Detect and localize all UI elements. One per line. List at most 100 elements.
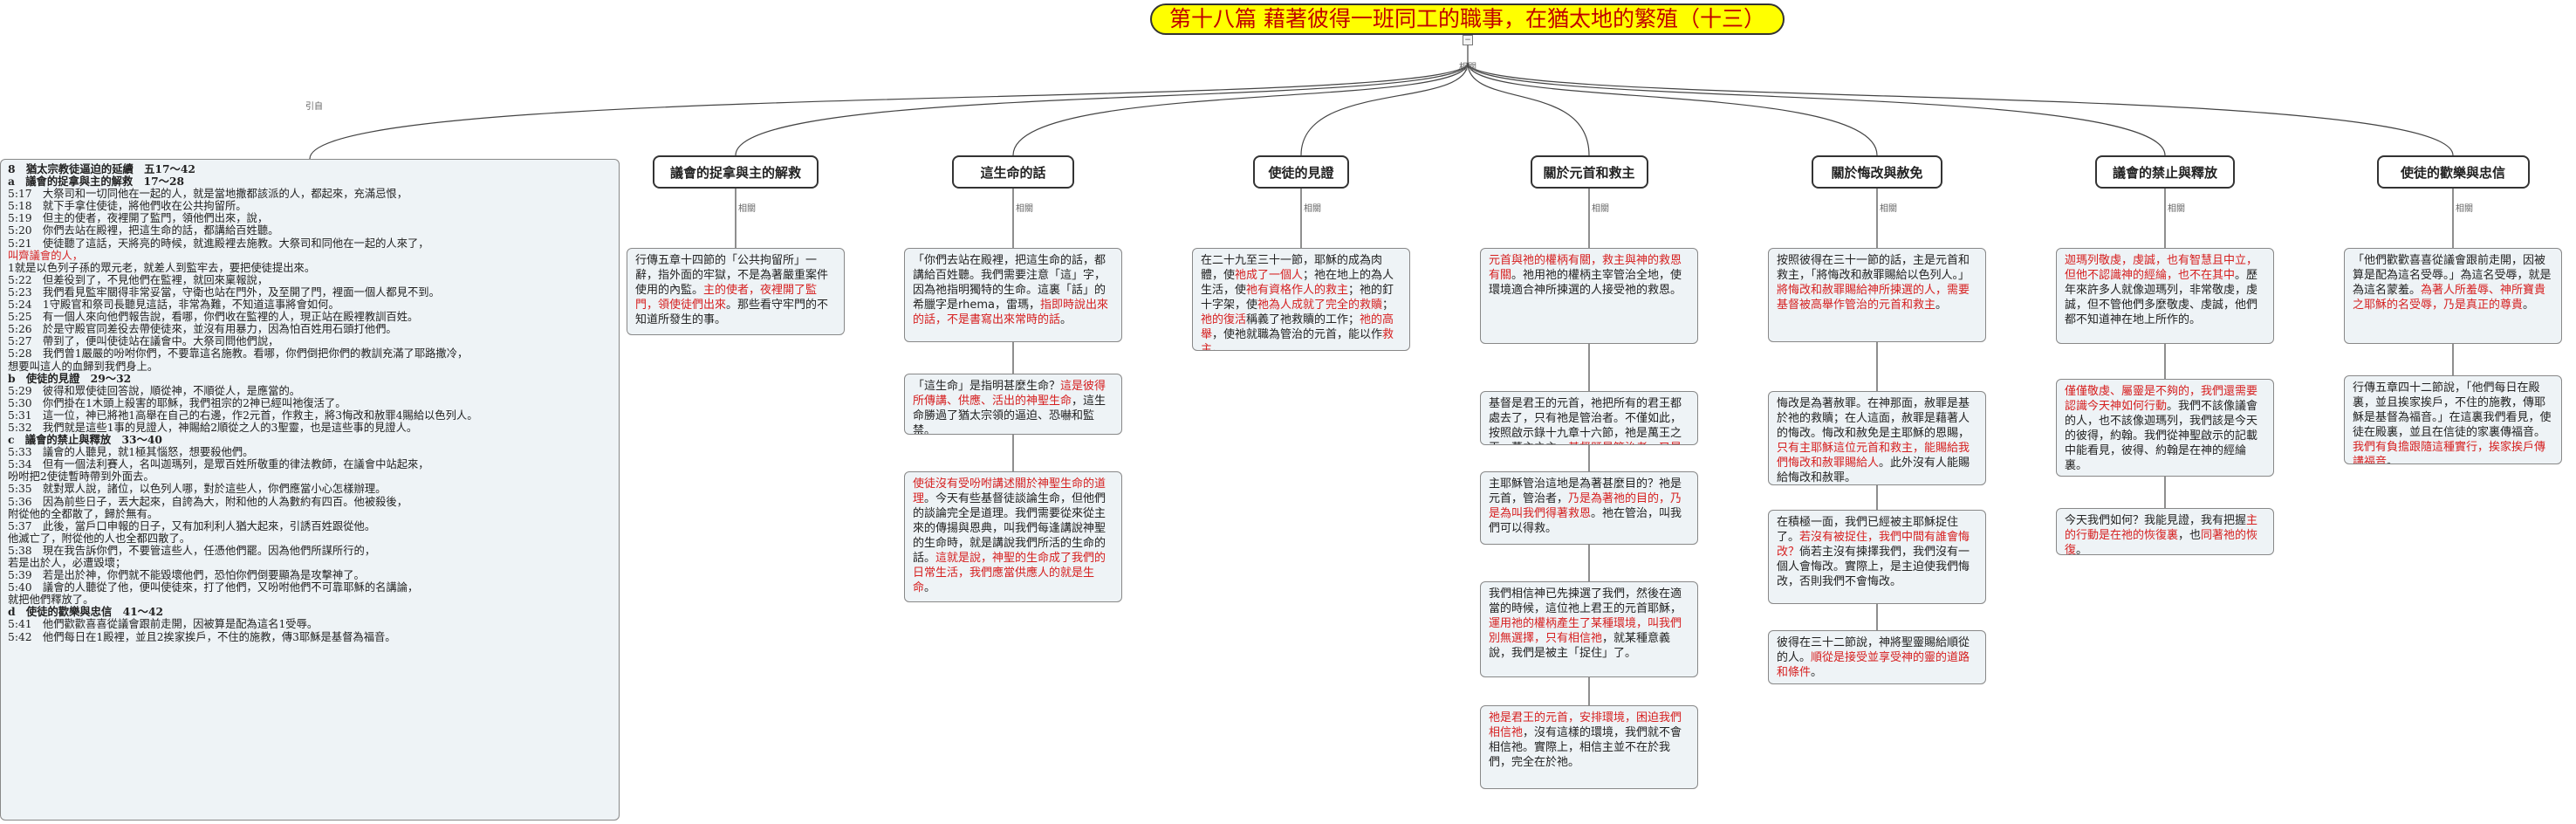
note-text: 主耶穌管治這地是為著甚麼目的？祂是元首，管治者， bbox=[1489, 477, 1682, 505]
note-card: 今天我們如何？我能見證，我有把握主的行動是在祂的恢復裏，也同著祂的恢復。 bbox=[2056, 508, 2274, 555]
note-card: 「這生命」是指明甚麼生命？這是彼得所傳講、供應、活出的神聖生命，這生命勝過了猶太… bbox=[904, 374, 1122, 435]
outline-verse: 5:30 你們掛在1木頭上殺害的耶穌，我們祖宗的2神已經叫祂復活了。 bbox=[8, 396, 346, 409]
outline-verse: 吩咐把2使徒暫時帶到外面去。 bbox=[8, 470, 154, 484]
branch-header[interactable]: 使徒的歡樂與忠信 bbox=[2376, 155, 2530, 189]
relation-label: 相關 bbox=[1880, 204, 1897, 214]
connector-curve bbox=[1467, 62, 2166, 156]
outline-relation-label: 引自 bbox=[305, 102, 323, 112]
outline-verse: 5:42 他們每日在1殿裡，並且2挨家挨戶，不住的施教，傳3耶穌是基督為福音。 bbox=[8, 630, 396, 643]
outline-verse: 5:31 這一位，神已將祂1高舉在自己的右邊，作2元首，作救主，將3悔改和赦罪4… bbox=[8, 409, 478, 422]
note-text: 彼得在三十二節說，神將聖靈賜給順從的人。 bbox=[1777, 636, 1970, 664]
emphasis-text: 使徒沒有受吩咐講述關於神聖生命的道理 bbox=[913, 477, 1106, 505]
outline-heading: c 議會的禁止與釋放 33～40 bbox=[8, 433, 162, 447]
note-card: 彼得在三十二節說，神將聖靈賜給順從的人。順從是接受並享受神的靈的道路和條件。 bbox=[1768, 630, 1986, 684]
outline-verse: 5:24 1守殿官和祭司長聽見這話，非常為難，不知道這事將會如何。 bbox=[8, 299, 339, 312]
note-text: ，也 bbox=[2178, 529, 2202, 542]
outline-verse: 5:33 議會的人聽見，就1極其惱怒，想要殺他們。 bbox=[8, 446, 254, 459]
emphasis-text: 為著人所羞辱、神所寶貴之耶穌的名受辱，乃是真正的尊貴 bbox=[2353, 284, 2546, 312]
emphasis-text: 祂的復活 bbox=[1201, 313, 1247, 326]
outline-verse: 5:23 我們看見監牢關得非常妥當，守衛也站在門外，及至開了門，裡面一個人都見不… bbox=[8, 285, 440, 299]
emphasis-text: 元首與祂的權柄有關，救主與神的救恩有關 bbox=[1489, 254, 1682, 282]
outline-verse: 1就是以色列子孫的眾元老，就差人到監牢去，要把使徒提出來。 bbox=[8, 261, 316, 274]
outline-verse: 5:19 但主的使者，夜裡開了監門，領他們出來，說， bbox=[8, 212, 269, 225]
branch-header[interactable]: 使徒的見證 bbox=[1253, 155, 1349, 189]
branch-header[interactable]: 議會的禁止與釋放 bbox=[2095, 155, 2235, 189]
relation-label: 相關 bbox=[738, 204, 756, 214]
branch-header[interactable]: 議會的捉拿與主的解救 bbox=[653, 155, 819, 189]
note-card: 「他們歡歡喜喜從議會跟前走開，因被算是配為這名受辱。」為這名受辱，就是為這名蒙羞… bbox=[2344, 248, 2562, 344]
note-text: ；祂的釘十字架，使 bbox=[1201, 284, 1394, 312]
outline-verse: 5:21 使徒聽了這話，天將亮的時候，就進殿裡去施教。大祭司和同他在一起的人來了… bbox=[8, 237, 429, 250]
outline-verse: 5:27 帶到了，便叫使徒站在議會中。大祭司問他們說， bbox=[8, 335, 279, 348]
relation-label: 相關 bbox=[1459, 63, 1476, 72]
outline-verse: 5:17 大祭司和一切同他在一起的人，就是當地撒都該派的人，都起來，充滿忌恨， bbox=[8, 188, 408, 201]
note-card: 悔改是為著赦罪。在神那面，赦罪是基於祂的救贖；在人這面，赦罪是藉著人的悔改。悔改… bbox=[1768, 391, 1986, 485]
outline-verse: 5:18 就下手拿住使徒，將他們收在公共拘留所。 bbox=[8, 200, 247, 213]
outline-verse: 就把他們釋放了。 bbox=[8, 594, 94, 607]
note-text: ； bbox=[1382, 299, 1394, 312]
note-text: ，使祂就職為管治的元首，能以作 bbox=[1212, 328, 1383, 341]
branch-header[interactable]: 關於元首和救主 bbox=[1530, 155, 1648, 189]
outline-verse: 5:25 有一個人來向他們報告說，看哪，你們收在監裡的人，現正站在殿裡教訓百姓。 bbox=[8, 311, 419, 324]
page-title: 第十八篇 藉著彼得一班同工的職事，在猶太地的繁殖（十三） bbox=[1150, 3, 1785, 35]
note-card: 按照彼得在三十一節的話，主是元首和救主，「將悔改和赦罪賜給以色列人。」將悔改和赦… bbox=[1768, 248, 1986, 342]
note-text: 倘若主沒有揀擇我們，我們沒有一個人會悔改。實際上，是主迫使我們悔改，否則我們不會… bbox=[1777, 546, 1970, 588]
note-card: 元首與祂的權柄有關，救主與神的救恩有關。祂用祂的權柄主宰管治全地，使環境適合神所… bbox=[1480, 248, 1698, 344]
emphasis-text: 主的使者，夜裡開了監門，領使徒們出來 bbox=[635, 284, 818, 312]
branch-header[interactable]: 關於悔改與赦免 bbox=[1812, 155, 1942, 189]
relation-label: 相關 bbox=[1016, 204, 1033, 214]
emphasis-text: 同著祂的恢復 bbox=[2065, 529, 2258, 555]
note-text: 。我們不該像議會的人，也不該像迦瑪列，我們該是今天的彼得，約翰。我們從神聖啟示的… bbox=[2065, 400, 2258, 472]
relation-label: 相關 bbox=[2168, 204, 2185, 214]
emphasis-text: 將悔改和赦罪賜給神所揀選的人，需要基督被高舉作管治的元首和救主 bbox=[1777, 284, 1970, 312]
note-text: 。 bbox=[924, 581, 936, 594]
note-card: 僅僅敬虔、屬靈是不夠的，我們還需要認識今天神如何行動。我們不該像議會的人，也不該… bbox=[2056, 379, 2274, 477]
emphasis-text: 這是彼得所傳講、供應、活出的神聖生命 bbox=[913, 380, 1106, 408]
connector-curve bbox=[1467, 62, 1878, 156]
relation-label: 相關 bbox=[2456, 204, 2473, 214]
note-card: 基督是君王的元首，祂把所有的君王都處去了，只有祂是管治者。不僅如此，按照啟示錄十… bbox=[1480, 391, 1698, 445]
note-text: 。 bbox=[1212, 343, 1224, 351]
note-text: 「這生命」是指明甚麼生命？ bbox=[913, 380, 1061, 393]
note-text: 「你們去站在殿裡，把這生命的話，都講給百姓聽。我們需要注意「這」字，因為祂指明獨… bbox=[913, 254, 1106, 312]
note-text: 按照彼得在三十一節的話，主是元首和救主，「將悔改和赦罪賜給以色列人。」 bbox=[1777, 254, 1970, 282]
note-card: 主耶穌管治這地是為著甚麼目的？祂是元首，管治者，乃是為著祂的目的，乃是為叫我們得… bbox=[1480, 471, 1698, 545]
note-card: 迦瑪列敬虔，虔誠，也有智慧且中立，但他不認識神的經綸，也不在其中。歷年來許多人就… bbox=[2056, 248, 2274, 344]
outline-verse: 5:37 此後，當戶口申報的日子，又有加利利人猶大起來，引誘百姓跟從他。 bbox=[8, 519, 376, 532]
note-card: 行傳五章四十二節說，「他們每日在殿裏，並且挨家挨戶，不住的施教，傳耶穌是基督為福… bbox=[2344, 375, 2562, 464]
note-card: 「你們去站在殿裡，把這生命的話，都講給百姓聽。我們需要注意「這」字，因為祂指明獨… bbox=[904, 248, 1122, 342]
note-text: 。那些看守牢門的不知道所發生的事。 bbox=[635, 299, 829, 326]
outline-verse: 5:26 於是守殿官同差役去帶使徒來，並沒有用暴力，因為怕百姓用石頭打他們。 bbox=[8, 323, 397, 336]
note-text: 行傳五章四十二節說，「他們每日在殿裏，並且挨家挨戶，不住的施教，傳耶穌是基督為福… bbox=[2353, 381, 2552, 439]
relation-label: 相關 bbox=[1592, 204, 1609, 214]
note-text: 「他們歡歡喜喜從議會跟前走開，因被算是配為這名受辱。」為這名受辱，就是為這名蒙羞… bbox=[2353, 254, 2552, 297]
emphasis-text: 只有主耶穌這位元首和救主，能賜給我們悔改和赦罪賜給人 bbox=[1777, 442, 1970, 470]
branch-header[interactable]: 這生命的話 bbox=[952, 155, 1074, 189]
note-text: 。 bbox=[2076, 544, 2088, 555]
emphasis-text: 順從是接受並享受神的靈的道路和條件 bbox=[1777, 651, 1970, 679]
note-text: ，沒有這樣的環境，我們就不會相信祂。實際上，相信主並不在於我們，完全在於祂。 bbox=[1489, 726, 1682, 769]
connector-curve bbox=[1012, 62, 1469, 156]
note-card: 使徒沒有受吩咐講述關於神聖生命的道理。今天有些基督徒談論生命，但他們的談論完全是… bbox=[904, 471, 1122, 602]
emphasis-text: 祂是君王的元首，安排環境，困迫我們相信祂 bbox=[1489, 711, 1682, 739]
note-text: 。 bbox=[1811, 666, 1823, 679]
note-text: 行傳五章十四節的「公共拘留所」一辭，指外面的牢獄，不是為著嚴重案件使用的內監。 bbox=[635, 254, 829, 297]
outline-verse: 5:29 彼得和眾使徒回答說，順從神，不順從人，是應當的。 bbox=[8, 384, 301, 397]
note-text: 稱義了祂救贖的工作； bbox=[1246, 313, 1360, 326]
note-text: 。 bbox=[1935, 299, 1948, 312]
note-text: 基督是君王的元首，祂把所有的君王都處去了，只有祂是管治者。不僅如此，按照啟示錄十… bbox=[1489, 397, 1682, 444]
note-card: 在二十九至三十一節，耶穌的成為肉體，使祂成了一個人；祂在地上的為人生活，使祂有資… bbox=[1192, 248, 1410, 351]
note-text: 今天我們如何？我能見證，我有把握 bbox=[2065, 514, 2247, 527]
emphasis-text: 祂成了一個人 bbox=[1235, 269, 1304, 282]
outline-verse: 5:32 我們就是這些1事的見證人，神賜給2順從之人的3聖靈，也是這些事的見證人… bbox=[8, 421, 418, 434]
emphasis-text: 乃是為著祂的目的，乃是為叫我們得著救恩 bbox=[1489, 492, 1682, 520]
emphasis-text: 迦瑪列敬虔，虔誠，也有智慧且中立，但他不認識神的經綸，也不在其中 bbox=[2065, 254, 2258, 282]
emphasis-text: 指即時說出來的話，不是書寫出來常時的話 bbox=[913, 299, 1108, 326]
note-text: 。祂在管治，叫我們可以得救。 bbox=[1489, 507, 1682, 535]
collapse-toggle-icon[interactable]: − bbox=[1463, 35, 1473, 45]
outline-verse: 5:35 就對眾人說，諸位，以色列人哪，對於這些人，你們應當小心怎樣辦理。 bbox=[8, 483, 387, 496]
connector-curve bbox=[1467, 62, 1590, 156]
note-card: 我們相信神已先揀選了我們，然後在適當的時候，這位祂上君王的元首耶穌，運用祂的權柄… bbox=[1480, 581, 1698, 677]
outline-heading: b 使徒的見證 29～32 bbox=[8, 371, 132, 385]
